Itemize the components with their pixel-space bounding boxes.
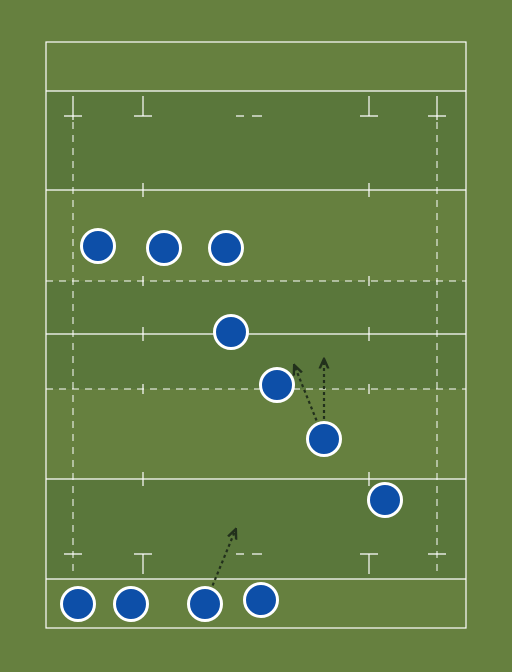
pitch-band: [46, 281, 466, 334]
players: [60, 228, 403, 622]
player-marker[interactable]: [367, 482, 403, 518]
player-marker[interactable]: [113, 586, 149, 622]
player-marker[interactable]: [259, 367, 295, 403]
pitch-band: [46, 91, 466, 190]
player-marker[interactable]: [146, 230, 182, 266]
player-marker[interactable]: [306, 421, 342, 457]
player-marker[interactable]: [243, 582, 279, 618]
movement-arrow: [295, 367, 318, 421]
player-marker[interactable]: [208, 230, 244, 266]
player-marker[interactable]: [80, 228, 116, 264]
player-marker[interactable]: [60, 586, 96, 622]
pitch-band: [46, 479, 466, 579]
player-marker[interactable]: [187, 586, 223, 622]
pitch-band: [46, 334, 466, 389]
player-marker[interactable]: [213, 314, 249, 350]
movement-arrows: [211, 361, 324, 586]
field-boundary: [45, 41, 467, 629]
movement-arrow: [211, 531, 235, 586]
